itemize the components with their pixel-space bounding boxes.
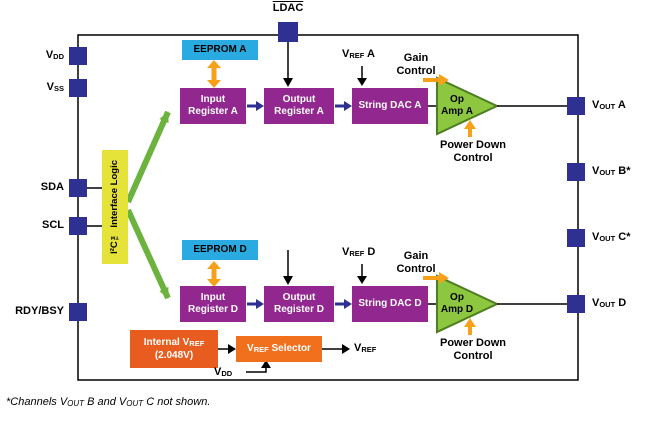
vref-output-label: VREF (354, 342, 377, 354)
pin-vout-d (567, 295, 585, 313)
chip-outline (77, 34, 579, 381)
gain-control-a-label: Gain Control (396, 52, 436, 77)
pin-vout-c-label: VOUT C* (592, 231, 631, 243)
power-down-control-a-label: Power Down Control (439, 139, 506, 164)
op-amp-d-triangle (436, 274, 500, 334)
gain-control-d-label: Gain Control (396, 250, 436, 275)
vref-d-arrow (357, 264, 367, 284)
pin-vout-a (567, 97, 585, 115)
internal-vref-block: Internal VREF(2.048V) (130, 330, 218, 368)
vref-a-label: VREF A (342, 48, 375, 60)
eeprom-a-block: EEPROM A (182, 40, 258, 60)
gain-control-d-arrow (423, 272, 449, 284)
pin-vout-b (567, 163, 585, 181)
pin-scl-label: SCL (42, 219, 64, 231)
power-down-a-arrow (464, 120, 476, 137)
output-register-a-block: Output Register A (264, 88, 334, 124)
eeprom-a-double-arrow (207, 60, 221, 88)
pin-vout-d-label: VOUT D (592, 297, 627, 309)
vref-selector-block: VREF Selector (236, 336, 322, 362)
output-register-d-block: Output Register D (264, 286, 334, 322)
input-register-a-block: Input Register A (180, 88, 246, 124)
pin-ldac (278, 22, 298, 42)
footnote: *Channels VOUT B and VOUT C not shown. (6, 396, 211, 408)
pin-ldac-label: LDAC (272, 2, 304, 14)
eeprom-d-block: EEPROM D (182, 240, 258, 260)
vdd-to-selector-arrow (246, 360, 271, 373)
pin-vss-label: VSS (46, 81, 64, 93)
pin-sda (69, 179, 87, 197)
i2c-interface-logic-block: I²C™ Interface Logic (102, 150, 128, 264)
ldac-arrow-d (283, 250, 293, 285)
string-dac-d-block: String DAC D (352, 286, 428, 322)
power-down-d-arrow (464, 318, 476, 335)
input-register-d-block: Input Register D (180, 286, 246, 322)
internal-vref-to-selector-arrow (218, 344, 236, 354)
pin-scl (69, 217, 87, 235)
pin-vdd-label: VDD (45, 49, 64, 61)
power-down-control-d-label: Power Down Control (439, 337, 506, 362)
pin-rdy-bsy (69, 303, 87, 321)
vref-a-arrow (357, 66, 367, 86)
register-arrows-a (247, 101, 352, 111)
pin-rdy-bsy-label: RDY/BSY (15, 305, 64, 317)
string-dac-a-block: String DAC A (352, 88, 428, 124)
eeprom-d-double-arrow (207, 261, 221, 287)
register-arrows-d (247, 299, 352, 309)
pin-vout-c (567, 229, 585, 247)
pin-vout-a-label: VOUT A (592, 99, 626, 111)
pin-vdd (69, 47, 87, 65)
ldac-arrow-a (283, 42, 293, 87)
pin-sda-label: SDA (40, 181, 64, 193)
pin-vout-b-label: VOUT B* (592, 165, 631, 177)
vdd-bottom-label: VDD (214, 366, 233, 378)
pin-vss (69, 79, 87, 97)
gain-control-a-arrow (423, 74, 449, 86)
vref-d-label: VREF D (342, 246, 376, 258)
selector-to-vref-arrow (322, 344, 350, 354)
op-amp-a-triangle (436, 76, 500, 136)
i2c-branch-arrows (125, 110, 171, 300)
